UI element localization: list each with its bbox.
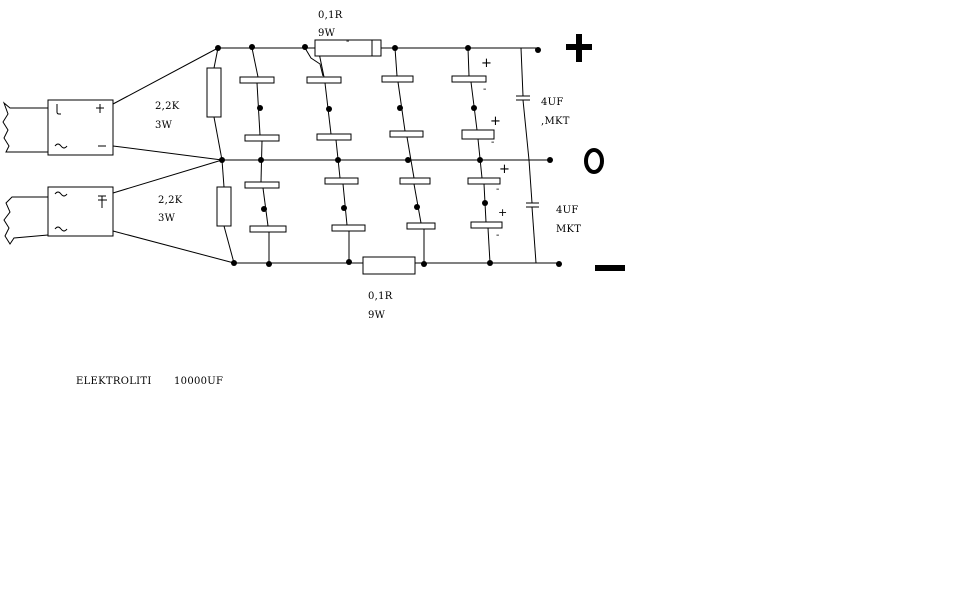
terminal-symbols [566,34,625,271]
cap-c1a [239,76,275,84]
positive-terminal-v [576,34,582,62]
cap-c2c [324,177,359,185]
bleeder-resistor-top [206,67,222,118]
bleeder-top-value-label: 2,2K [155,101,180,112]
film-cap-bottom-value-label: 4UF [556,205,579,216]
polarity-minus-3: - [496,184,500,195]
cap-c1c [244,181,280,189]
polarity-plus-4: + [498,206,508,219]
polarity-plus-2: + [490,114,502,129]
bleeder-bottom-value-label: 2,2K [158,195,183,206]
polarity-plus-3: + [499,162,511,177]
polarity-plus-1: + [481,56,493,71]
bridge-rectifier-bottom [47,186,114,237]
cap-c4a [451,75,487,83]
cap-c3d [406,222,436,230]
bleeder-resistor-bottom [216,186,232,227]
shunt-resistor-top [314,39,382,57]
cap-c1d [249,225,287,233]
bleeder-bottom-power-label: 3W [158,213,176,224]
electrolytic-value-label: 10000UF [174,376,224,387]
cap-c3b [389,130,424,138]
transformer-lead-bottom [3,196,49,245]
cap-c2b [316,133,352,141]
cap-c4d [470,221,503,229]
cap-c2a [306,76,342,84]
film-cap-top-type-label: ,MKT [541,116,570,127]
shunt-top-value-label: 0,1R [318,10,343,21]
junction-dots [215,44,562,267]
cap-c1b [244,134,280,142]
shunt-top-power-label: 9W [318,28,336,39]
transformer-lead-top [2,101,48,153]
polarity-minus-1: - [483,84,487,95]
shunt-resistor-bottom [362,256,416,275]
ground-terminal [584,148,604,174]
shunt-bottom-value-label: 0,1R [368,291,393,302]
polarity-minus-2: - [491,137,495,148]
film-cap-bottom-type-label: MKT [556,224,582,235]
film-cap-top-value-label: 4UF [541,97,564,108]
cap-c3c [399,177,431,185]
shunt-bottom-power-label: 9W [368,310,386,321]
negative-terminal [595,265,625,271]
electrolytic-note-label: ELEKTROLITI [76,376,152,387]
bleeder-top-power-label: 3W [155,120,173,131]
polarity-minus-shunt: - [346,36,350,47]
cap-c2d [331,224,366,232]
cap-c4b [461,129,495,140]
cap-c3a [381,75,414,83]
polarity-minus-4: - [496,230,500,241]
